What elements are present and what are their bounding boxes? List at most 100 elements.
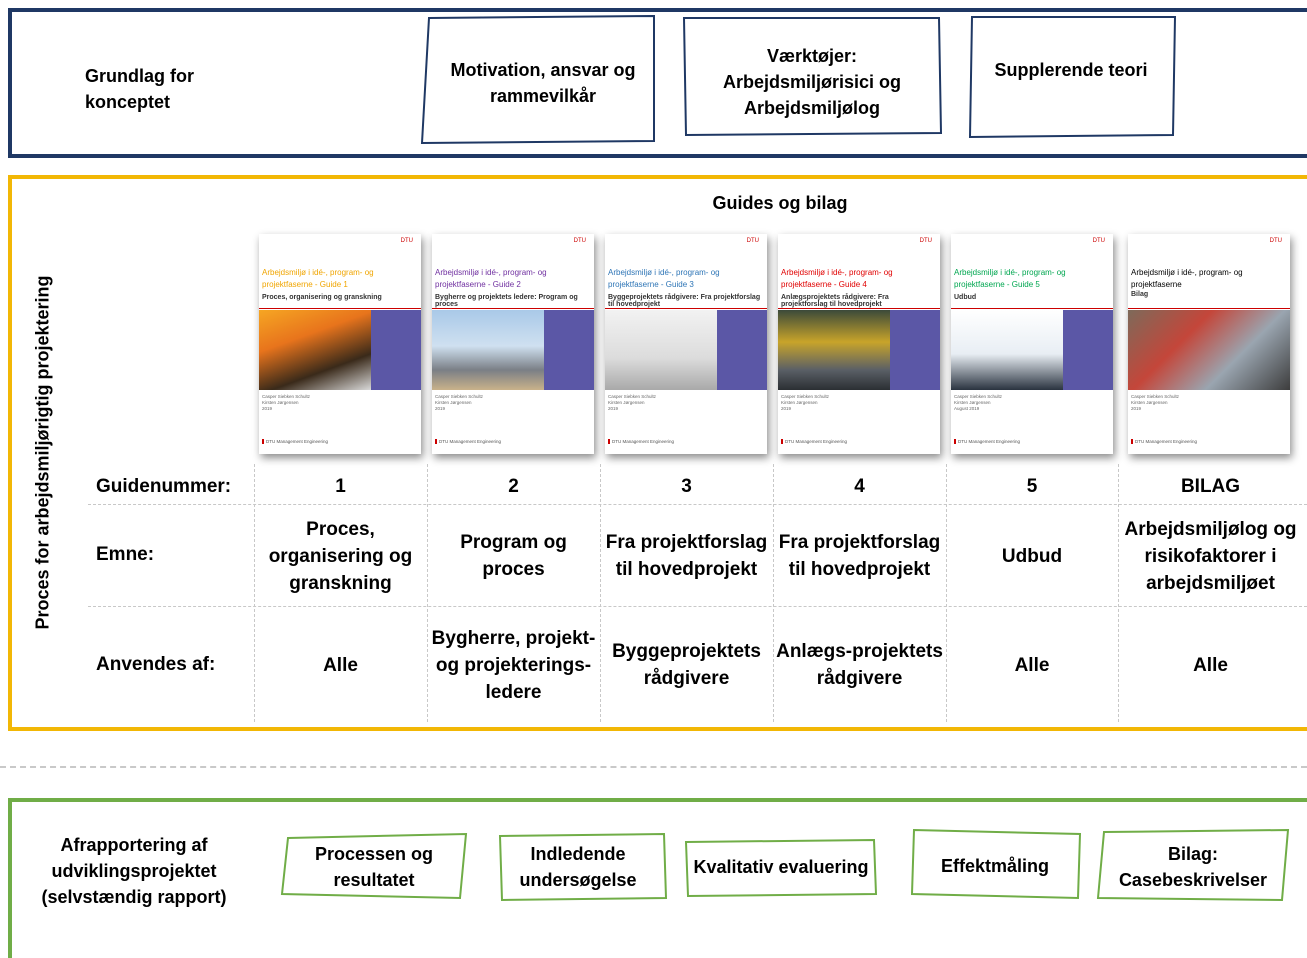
guide-topic-cell: Proces, organisering og granskning: [268, 518, 413, 594]
guide-users-cell: Alle: [323, 654, 358, 676]
table-divider: [946, 464, 947, 722]
guide-cover: DTU Arbejdsmiljø i idé-, program- og proj…: [1128, 234, 1290, 454]
dtu-logo: DTU: [1092, 238, 1105, 244]
evaluation-box: Kvalitativ evaluering: [693, 857, 869, 877]
foundation-section: [8, 8, 1307, 158]
cover-authors: Casper Siebken Schultz Kirsten Jørgensen…: [1131, 394, 1180, 411]
table-divider: [254, 464, 255, 722]
result-box: Processen og resultatet: [314, 844, 434, 890]
evaluation-box-shape: [684, 838, 878, 898]
construction-helmet-image: [259, 310, 371, 390]
guides-heading: Guides og bilag: [712, 193, 848, 213]
effect-box: Effektmåling: [940, 856, 1050, 876]
cover-footer: DTU Management Engineering: [954, 439, 1020, 444]
guide-number-cell: 2: [508, 475, 519, 497]
cover-accent-block: [371, 310, 421, 390]
section-separator: [0, 766, 1307, 768]
theory-box-shape: [968, 16, 1177, 139]
row-label-guide-number: Guidenummer:: [96, 476, 232, 497]
cover-title: Arbejdsmiljø i idé-, program- og projekt…: [608, 268, 720, 289]
guide-users-cell: Alle: [1193, 654, 1228, 676]
guide-number-cell: 5: [1026, 475, 1038, 497]
cover-rule: [778, 308, 940, 309]
effect-box-shape: [910, 828, 1082, 900]
cover-title: Arbejdsmiljø i idé-, program- og projekt…: [262, 268, 374, 289]
cover-rule: [432, 308, 594, 309]
guide-number-cell: BILAG: [1180, 475, 1241, 497]
guide-users-cell: Alle: [1014, 654, 1050, 676]
guides-section: [8, 175, 1307, 731]
tools-box-shape: [682, 17, 943, 137]
guide-number-cell: 4: [854, 475, 865, 497]
cover-subtitle: Udbud: [954, 294, 977, 301]
table-divider: [600, 464, 601, 722]
table-divider: [427, 464, 428, 722]
guide-topic-cell: Fra projektforslag til hovedprojekt: [778, 532, 941, 580]
cover-accent-block: [717, 310, 767, 390]
guide-topic-cell: Program og proces: [460, 532, 567, 580]
tools-box: Værktøjer: Arbejdsmiljørisici og Arbejds…: [722, 46, 902, 118]
cover-title: Arbejdsmiljø i idé-, program- og projekt…: [954, 268, 1066, 289]
cover-footer: DTU Management Engineering: [262, 439, 328, 444]
table-divider: [1118, 464, 1119, 722]
guide-topic-cell: Udbud: [1001, 545, 1063, 567]
guide-cover: DTU Arbejdsmiljø i idé-, program- og proj…: [778, 234, 940, 454]
cover-authors: Casper Siebken Schultz Kirsten Jørgensen…: [435, 394, 484, 411]
dtu-logo: DTU: [746, 238, 759, 244]
row-label-used-by: Anvendes af:: [96, 654, 216, 675]
guide-cover: DTU Arbejdsmiljø i idé-, program- og proj…: [605, 234, 767, 454]
survey-box-shape: [498, 832, 668, 902]
report-section: [8, 798, 1307, 958]
cover-subtitle: Proces, organisering og granskning: [262, 294, 382, 301]
dtu-logo: DTU: [919, 238, 932, 244]
guide-users-cell: Anlægs-projektets rådgivere: [776, 641, 943, 689]
cover-rule: [605, 308, 767, 309]
cover-footer: DTU Management Engineering: [1131, 439, 1197, 444]
cover-authors: Casper Siebken Schultz Kirsten Jørgensen…: [262, 394, 311, 411]
dtu-logo: DTU: [1269, 238, 1282, 244]
guide-number-cell: 3: [681, 475, 692, 497]
guide-cover: DTU Arbejdsmiljø i idé-, program- og proj…: [951, 234, 1113, 454]
row-label-topic: Emne:: [96, 544, 155, 565]
cover-accent-block: [1063, 310, 1113, 390]
guide-users-cell: Byggeprojektets rådgivere: [612, 641, 761, 689]
road-worker-image: [778, 310, 890, 390]
cases-box: Bilag: Casebeskrivelser: [1118, 844, 1268, 890]
sketch-worker-image: [605, 310, 717, 390]
guide-number-cell: 1: [335, 475, 346, 497]
cover-authors: Casper Siebken Schultz Kirsten Jørgensen…: [608, 394, 657, 411]
guide-cover: DTU Arbejdsmiljø i idé-, program- og proj…: [432, 234, 594, 454]
cover-footer: DTU Management Engineering: [608, 439, 674, 444]
cover-rule: [951, 308, 1113, 309]
guide-topic-cell: Arbejdsmiljølog og risikofaktorer i arbe…: [1124, 518, 1297, 594]
cover-authors: Casper Siebken Schultz Kirsten Jørgensen…: [954, 394, 1003, 411]
result-box-shape: [280, 832, 468, 900]
dtu-logo: DTU: [573, 238, 586, 244]
table-divider: [88, 606, 1307, 607]
cover-accent-block: [544, 310, 594, 390]
cover-title: Arbejdsmiljø i idé-, program- og projekt…: [781, 268, 893, 289]
cover-subtitle: Anlægsprojektets rådgivere: Fra projektf…: [781, 294, 889, 308]
motivation-box: Motivation, ansvar og rammevilkår: [450, 60, 636, 106]
report-label: Afrapportering af udviklingsprojektet (s…: [41, 835, 227, 907]
cover-accent-block: [890, 310, 940, 390]
process-vertical-label: Proces for arbejdsmiljørigtig projekteri…: [32, 275, 53, 630]
collage-image: [1128, 310, 1290, 390]
cover-rule: [259, 308, 421, 309]
cover-authors: Casper Siebken Schultz Kirsten Jørgensen…: [781, 394, 830, 411]
table-divider: [773, 464, 774, 722]
cases-box-shape: [1096, 828, 1290, 902]
cover-title: Arbejdsmiljø i idé-, program- og projekt…: [1131, 268, 1243, 289]
motivation-box-shape: [420, 15, 655, 145]
cover-subtitle: Bilag: [1131, 291, 1149, 298]
cover-footer: DTU Management Engineering: [781, 439, 847, 444]
cover-subtitle: Byggeprojektets rådgivere: Fra projektfo…: [608, 294, 761, 308]
survey-box: Indledende undersøgelse: [519, 844, 637, 890]
cover-footer: DTU Management Engineering: [435, 439, 501, 444]
cover-rule: [1128, 308, 1290, 309]
cover-title: Arbejdsmiljø i idé-, program- og projekt…: [435, 268, 547, 289]
building-site-image: [432, 310, 544, 390]
engineer-model-image: [951, 310, 1063, 390]
guide-topic-cell: Fra projektforslag til hovedprojekt: [605, 532, 768, 580]
